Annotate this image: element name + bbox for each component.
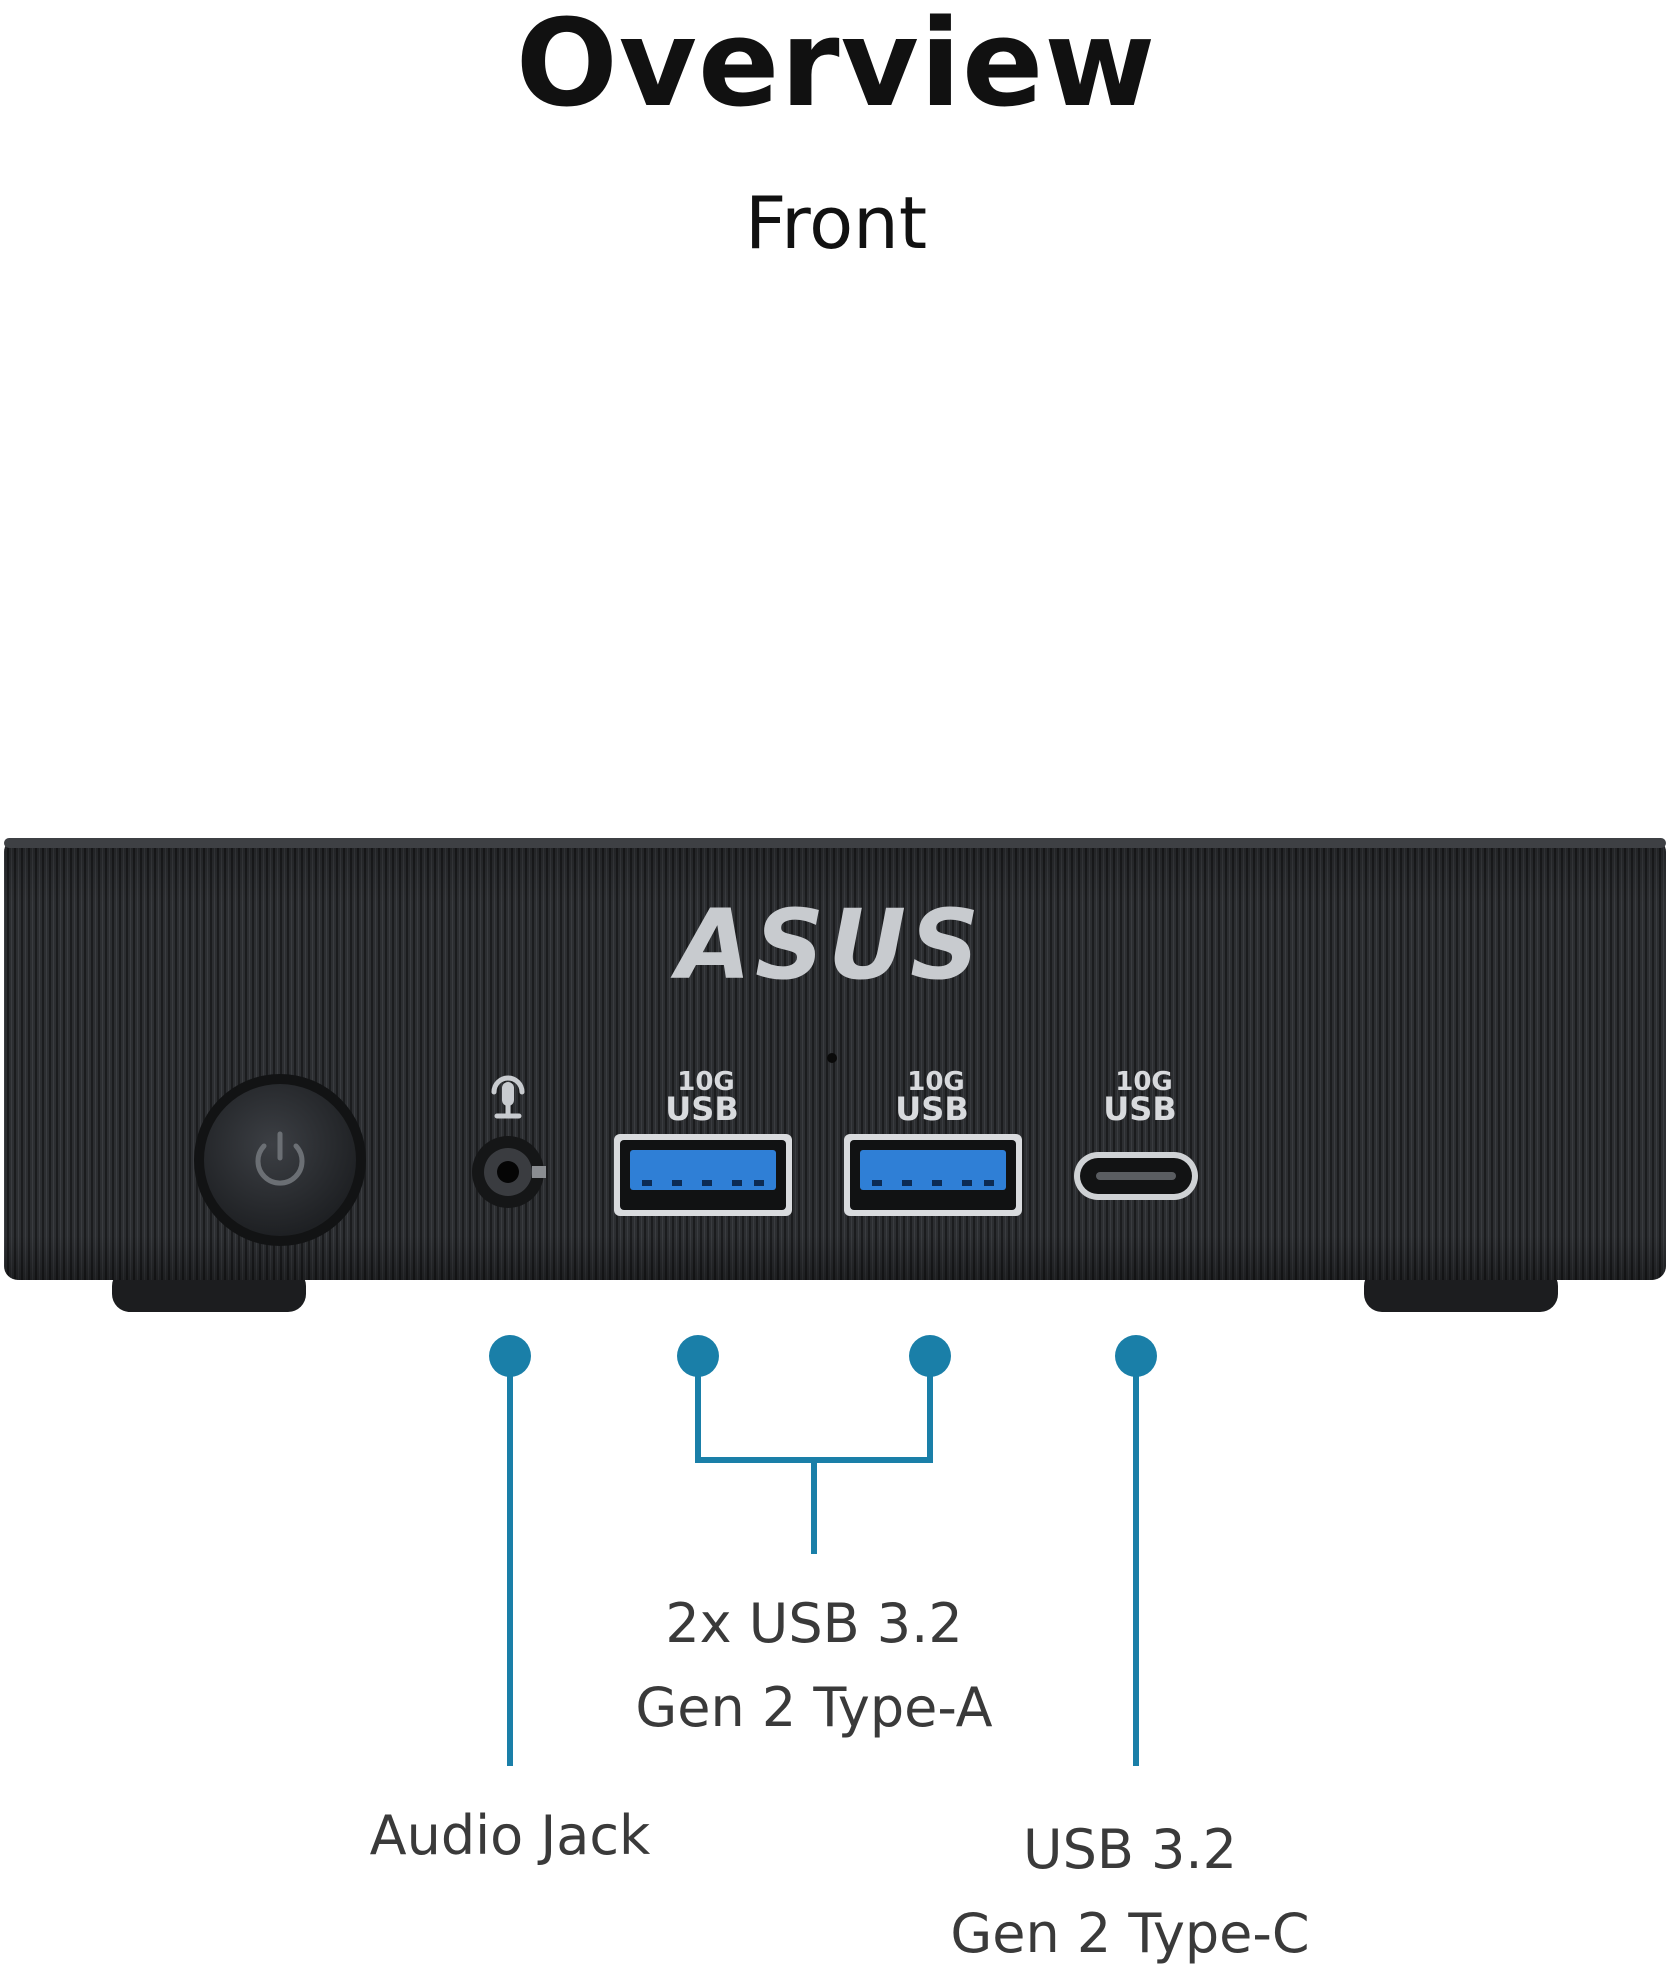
- callout-line: 2x USB 3.2: [665, 1592, 963, 1655]
- power-icon: [255, 1131, 305, 1186]
- page-subtitle: Front: [744, 181, 928, 265]
- callout-dot: [909, 1335, 951, 1377]
- callout-line: Gen 2 Type-C: [950, 1902, 1310, 1965]
- callout-audio-jack: Audio Jack: [300, 1794, 720, 1878]
- svg-text:10G: 10G: [1115, 1067, 1173, 1097]
- callout-line: Audio Jack: [369, 1804, 651, 1867]
- callout-connectors: [507, 1356, 1139, 1766]
- status-led: [827, 1053, 837, 1063]
- page-title: Overview: [515, 0, 1157, 134]
- callout-dot: [1115, 1335, 1157, 1377]
- usb-type-c-port[interactable]: [1074, 1152, 1198, 1200]
- callout-usb-type-c: USB 3.2 Gen 2 Type-C: [880, 1808, 1380, 1976]
- svg-text:10G: 10G: [677, 1067, 735, 1097]
- power-button[interactable]: [194, 1074, 366, 1246]
- callout-dot: [677, 1335, 719, 1377]
- callout-line: Gen 2 Type-A: [635, 1676, 993, 1739]
- svg-text:USB: USB: [895, 1090, 968, 1128]
- usb-type-a-port[interactable]: [614, 1134, 792, 1216]
- callout-dot: [489, 1335, 531, 1377]
- usb-badge: 10G USB: [1103, 1067, 1176, 1128]
- svg-text:10G: 10G: [907, 1067, 965, 1097]
- usb-badge: 10G USB: [895, 1067, 968, 1128]
- svg-text:USB: USB: [1103, 1090, 1176, 1128]
- headset-icon: [491, 1075, 525, 1119]
- svg-text:USB: USB: [665, 1090, 738, 1128]
- usb-type-a-port[interactable]: [844, 1134, 1022, 1216]
- svg-text:ASUS: ASUS: [670, 889, 984, 1001]
- asus-logo: ASUS: [670, 889, 984, 1001]
- callout-usb-type-a: 2x USB 3.2 Gen 2 Type-A: [564, 1582, 1064, 1750]
- usb-badge: 10G USB: [665, 1067, 738, 1128]
- audio-jack[interactable]: [472, 1075, 546, 1208]
- callout-line: USB 3.2: [1023, 1818, 1237, 1881]
